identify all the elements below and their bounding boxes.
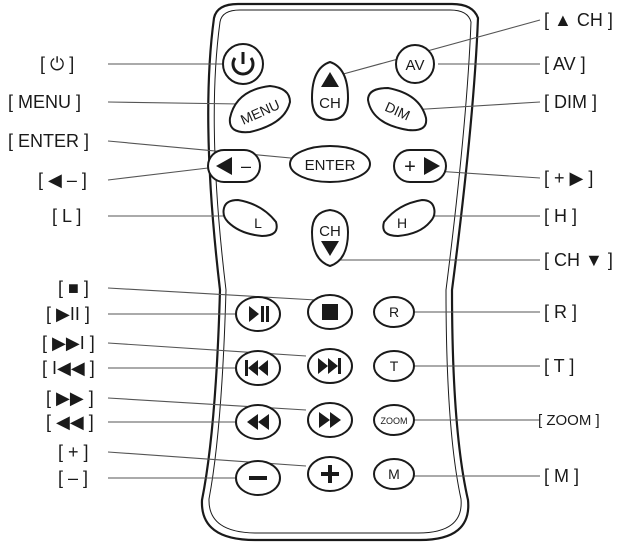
plus-right-label: + xyxy=(404,156,416,178)
enter-button[interactable]: ENTER xyxy=(289,145,371,183)
callout-prev: [ I◀◀ ] xyxy=(42,358,95,378)
l-button-label: L xyxy=(254,215,262,231)
left-minus-button[interactable]: – xyxy=(207,149,261,183)
callout-ch-up: [ ▲ CH ] xyxy=(544,10,613,30)
h-button-label: H xyxy=(397,215,407,231)
left-minus-label: – xyxy=(241,156,251,176)
callout-l: [ L ] xyxy=(52,206,82,226)
right-arrow-icon xyxy=(424,157,440,175)
ch-up-button[interactable]: CH xyxy=(310,60,350,122)
r-button[interactable]: R xyxy=(373,296,415,328)
prev-track-button[interactable] xyxy=(235,350,281,386)
callout-plus-right: [ + ▶ ] xyxy=(544,168,594,188)
callout-ch-down: [ CH ▼ ] xyxy=(544,250,613,270)
power-icon xyxy=(231,57,255,76)
fast-forward-button[interactable] xyxy=(307,402,353,438)
t-button[interactable]: T xyxy=(373,350,415,382)
remote-body-inner xyxy=(208,9,472,534)
stop-icon xyxy=(322,304,338,320)
play-icon xyxy=(249,306,259,322)
rewind-button[interactable] xyxy=(235,404,281,440)
menu-button[interactable]: MENU xyxy=(228,84,292,134)
dim-button[interactable]: DIM xyxy=(366,86,428,132)
minus-button[interactable] xyxy=(235,460,281,496)
callout-zoom: [ ZOOM ] xyxy=(538,412,600,429)
callout-power: [ ⏻ ] xyxy=(40,54,75,74)
minus-icon xyxy=(249,476,267,480)
left-arrow-icon xyxy=(216,157,232,175)
callout-av: [ AV ] xyxy=(544,54,586,74)
zoom-button-label: ZOOM xyxy=(381,416,408,426)
callout-minus: [ – ] xyxy=(58,468,89,488)
zoom-button[interactable]: ZOOM xyxy=(373,404,415,436)
m-button[interactable]: M xyxy=(373,458,415,490)
t-button-label: T xyxy=(390,358,399,374)
right-leader-lines xyxy=(328,19,541,477)
callout-rew: [ ◀◀ ] xyxy=(46,412,94,432)
callout-h: [ H ] xyxy=(544,206,578,226)
ch-down-button[interactable]: CH xyxy=(310,208,350,268)
callout-t: [ T ] xyxy=(544,356,575,376)
callout-stop: [ ■ ] xyxy=(58,278,89,298)
next-track-button[interactable] xyxy=(307,348,353,384)
callout-plus: [ + ] xyxy=(58,442,89,462)
prev-track-icon xyxy=(245,360,268,376)
play-pause-button[interactable] xyxy=(235,296,281,332)
callout-enter: [ ENTER ] xyxy=(8,131,90,151)
stop-button[interactable] xyxy=(307,294,353,330)
plus-button[interactable] xyxy=(307,456,353,492)
rewind-icon xyxy=(247,414,269,430)
r-button-label: R xyxy=(389,304,399,320)
plus-icon xyxy=(321,465,339,483)
callout-left-minus: [ ◀ – ] xyxy=(38,170,87,190)
av-button[interactable]: AV xyxy=(395,44,435,84)
av-button-label: AV xyxy=(406,57,425,74)
m-button-label: M xyxy=(388,466,400,482)
l-button[interactable]: L xyxy=(222,198,278,238)
callout-ffwd: [ ▶▶ ] xyxy=(46,388,94,408)
up-arrow-icon xyxy=(321,72,339,87)
power-button[interactable] xyxy=(222,43,264,85)
ch-down-label: CH xyxy=(319,223,341,240)
callout-dim: [ DIM ] xyxy=(544,92,597,112)
down-arrow-icon xyxy=(321,241,339,256)
ch-up-label: CH xyxy=(319,95,341,112)
callout-r: [ R ] xyxy=(544,302,578,322)
plus-right-button[interactable]: + xyxy=(393,149,447,183)
callout-play-pause: [ ▶II ] xyxy=(46,304,90,324)
pause-icon xyxy=(261,306,264,322)
left-leader-lines xyxy=(107,63,317,479)
next-track-icon xyxy=(318,358,341,374)
callout-m: [ M ] xyxy=(544,466,579,486)
enter-button-label: ENTER xyxy=(305,157,356,174)
callout-menu: [ MENU ] xyxy=(8,92,82,112)
remote-body xyxy=(200,2,480,542)
h-button[interactable]: H xyxy=(382,198,436,238)
fast-forward-icon xyxy=(319,412,341,428)
callout-next: [ ▶▶I ] xyxy=(42,333,95,353)
